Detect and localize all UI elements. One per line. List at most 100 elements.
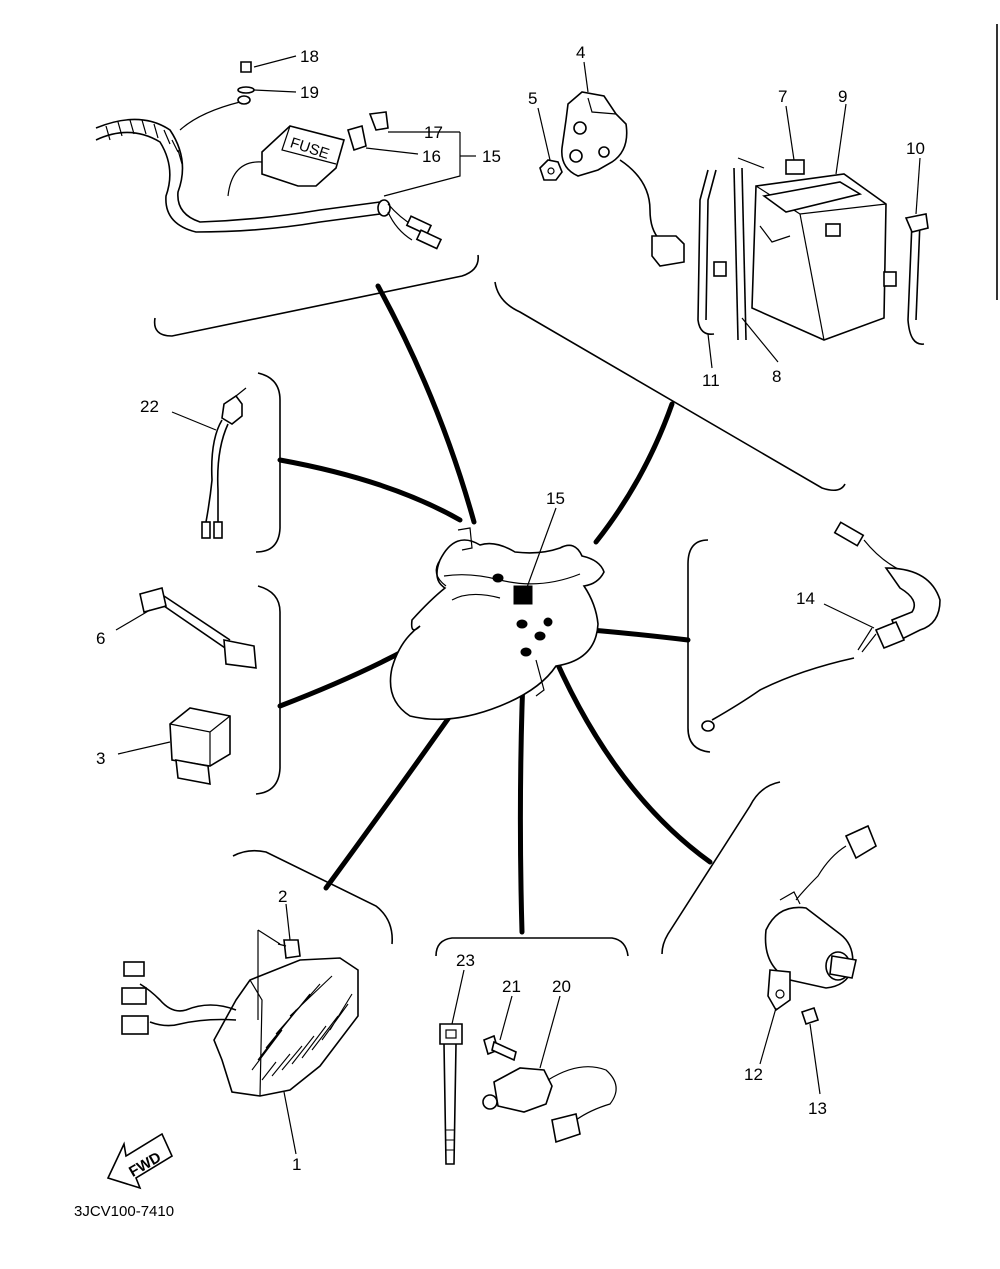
rectifier-1	[213, 957, 359, 1097]
starter-relay-4	[561, 91, 628, 177]
leader-15-top	[383, 132, 461, 197]
cable-terminal-10	[904, 213, 929, 233]
label-7: 7	[778, 87, 787, 106]
battery-terminal-7	[785, 159, 805, 175]
label-1: 1	[292, 1155, 301, 1174]
label-8: 8	[772, 367, 781, 386]
switch-22-assembly	[171, 387, 247, 539]
battery-terminal-neg	[825, 223, 841, 237]
spare-fuse-17	[368, 111, 389, 131]
fuse-box-assembly: FUSE	[95, 55, 476, 250]
panel-frames	[153, 254, 846, 957]
drawing-code: 3JCV100-7410	[74, 1203, 174, 1220]
leader-19	[253, 89, 297, 93]
breather-hose-8b	[741, 167, 747, 341]
label-2: 2	[278, 887, 287, 906]
fuse-mount-marker	[513, 585, 533, 605]
leader-18	[253, 55, 297, 68]
sensor-14-ring	[701, 720, 715, 732]
leader-3	[117, 741, 171, 755]
mount-point-a	[492, 573, 504, 583]
central-frame	[389, 527, 605, 721]
label-16: 16	[422, 147, 441, 166]
bullet-connector-2	[415, 229, 443, 250]
leader-10	[915, 157, 921, 215]
relay-assembly	[115, 587, 257, 785]
rectifier-edge	[249, 979, 263, 1097]
mount-point-d	[534, 631, 546, 641]
leader-5	[537, 107, 551, 161]
wire-harness	[95, 118, 381, 223]
relay-3	[169, 707, 231, 767]
bolt-2-ref	[257, 929, 281, 1020]
switch-20	[493, 1067, 553, 1113]
sub-harness-6-wire-b	[163, 605, 229, 651]
relay-terminal-b	[569, 149, 583, 163]
main-switch-cap	[779, 891, 801, 905]
cable-tie-23-band	[443, 1043, 457, 1165]
frame-bracket	[457, 527, 473, 551]
battery-9	[751, 173, 887, 341]
coupler-a	[123, 961, 145, 977]
main-switch-assembly	[759, 824, 877, 1095]
label-5: 5	[528, 89, 537, 108]
bolt-2-head	[283, 939, 301, 959]
bracket-hole	[775, 989, 785, 999]
frame-mainswitch-panel	[661, 781, 781, 955]
harness-branch	[179, 101, 241, 131]
leader-12	[759, 1007, 777, 1065]
harness-end-connector	[377, 199, 391, 217]
frame-relay-panel	[255, 585, 281, 795]
battery-cable-10	[907, 221, 925, 345]
sensor-14-body	[874, 620, 906, 650]
leader-15-center	[525, 507, 557, 591]
frame-stay	[535, 659, 545, 697]
leader-20	[539, 995, 561, 1069]
relay-coupler	[651, 235, 685, 267]
frame-fuse-panel	[153, 254, 479, 337]
leader-battery	[593, 401, 675, 545]
relay-terminal-a	[573, 121, 587, 135]
harness-ring-terminal	[237, 95, 251, 105]
harness-wrap	[105, 119, 183, 165]
bolt-18	[240, 61, 252, 73]
spare-fuse-16	[347, 124, 367, 152]
battery-cable-10b	[915, 221, 921, 321]
rectifier-wire-b	[149, 1018, 237, 1027]
switch-22-term-b	[213, 521, 223, 539]
label-17: 17	[424, 123, 443, 142]
fuse-box-top	[281, 125, 337, 165]
leader-14	[823, 603, 875, 629]
leader-9-bracket	[737, 157, 765, 169]
leader-4	[583, 61, 589, 93]
bolt-2-shaft	[277, 943, 287, 947]
leader-13	[809, 1023, 821, 1095]
sub-harness-6-coupler	[139, 587, 167, 613]
bullet-connector-1	[405, 215, 433, 236]
label-13: 13	[808, 1099, 827, 1118]
sensor-14-top-wire	[863, 539, 901, 571]
leader-7	[785, 105, 795, 161]
frame-sensor-panel	[687, 539, 711, 753]
battery-cable-11	[697, 169, 715, 336]
switch-20-wire	[547, 1066, 617, 1121]
label-15-center: 15	[546, 489, 565, 508]
nut-5-hole	[547, 167, 555, 175]
leader-2	[285, 903, 291, 941]
leader-8	[741, 317, 779, 363]
washer-19	[237, 86, 255, 94]
label-19: 19	[300, 83, 319, 102]
coupler-c	[121, 1015, 149, 1035]
label-3: 3	[96, 749, 105, 768]
leader-lamp	[277, 457, 463, 523]
frame-tube	[451, 593, 501, 601]
switch-22-wire-b	[216, 423, 229, 522]
relay-terminal-c	[598, 146, 610, 158]
label-14: 14	[796, 589, 815, 608]
frame-rectifier-panel	[232, 849, 393, 945]
label-12: 12	[744, 1065, 763, 1084]
main-switch-coupler	[844, 824, 877, 860]
label-23: 23	[456, 951, 475, 970]
relay-lead	[619, 159, 661, 241]
